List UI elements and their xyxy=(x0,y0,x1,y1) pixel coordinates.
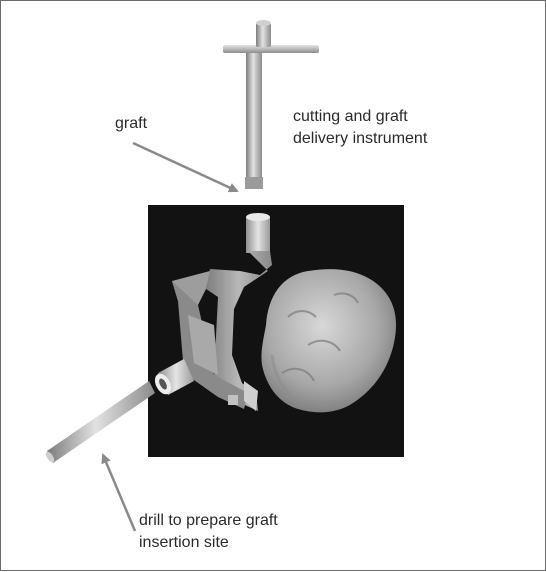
drill-label-line2: insertion site xyxy=(139,532,229,554)
drill-label-line1: drill to prepare graft xyxy=(139,510,278,532)
cutting-instrument-label-line1: cutting and graft xyxy=(293,106,408,128)
surgical-render-panel xyxy=(148,205,404,457)
drill-rod xyxy=(44,381,155,464)
graft-arrow xyxy=(133,143,237,191)
surgical-render xyxy=(148,205,404,457)
t-handle-instrument xyxy=(223,20,319,189)
drill-arrow xyxy=(103,455,135,531)
cutting-instrument-label-line2: delivery instrument xyxy=(293,128,427,150)
bone-model xyxy=(261,269,396,412)
graft-label: graft xyxy=(115,113,147,135)
